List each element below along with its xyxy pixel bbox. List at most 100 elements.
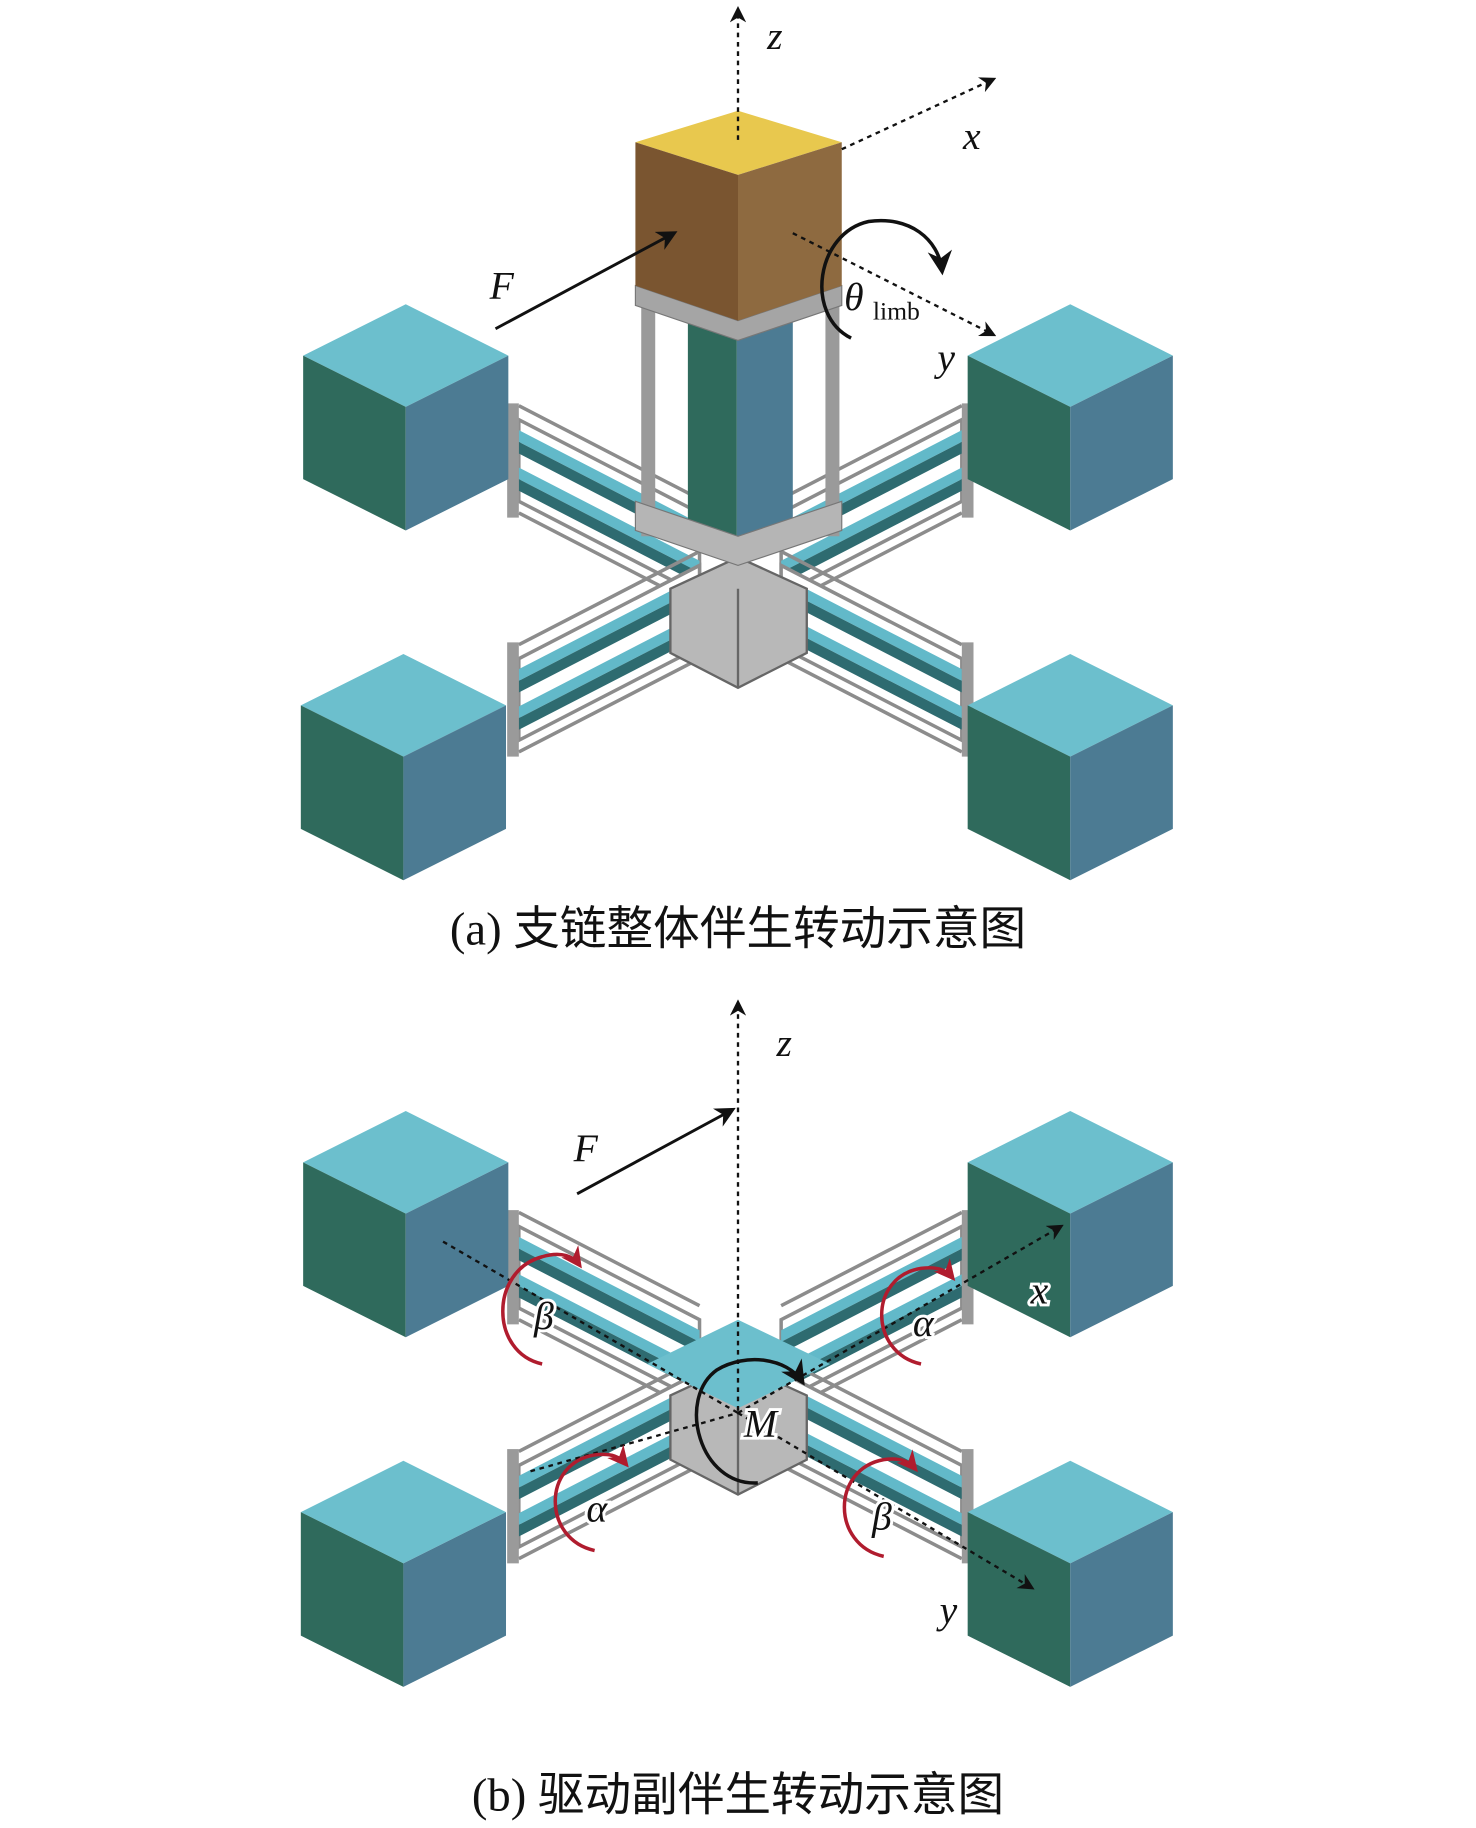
actuator-bar-side	[518, 587, 700, 693]
rotation-arrow-red	[553, 1444, 629, 1553]
y-label: y	[933, 336, 955, 380]
cube-top	[303, 1111, 509, 1214]
beta-axis-line	[442, 1240, 739, 1414]
actuator-bar-top	[518, 613, 700, 719]
arm-rail	[780, 657, 963, 754]
actuator-bar-side	[781, 624, 962, 730]
axes-b: z F x y M β α α β	[442, 999, 1064, 1635]
actuator-bar-top	[781, 1236, 962, 1342]
actuator-bar-top	[781, 613, 962, 719]
arm-end-plate	[507, 1210, 519, 1325]
arm-end-plate	[507, 1449, 519, 1564]
actuator-bar-side	[781, 1431, 962, 1537]
actuator-bar-top	[781, 575, 962, 681]
block-left	[635, 142, 738, 321]
cube-right	[405, 355, 509, 531]
z-label: z	[775, 1021, 791, 1065]
cube-left	[967, 1512, 1071, 1687]
column-base	[634, 500, 843, 567]
moment-arrow	[694, 1357, 805, 1485]
actuator-bar-side	[781, 1394, 962, 1500]
cube-right	[1070, 705, 1173, 881]
column-core-right	[736, 314, 793, 537]
y-label: y	[936, 1588, 958, 1632]
actuator-bar-side	[518, 1431, 700, 1537]
arm-rail	[518, 549, 701, 647]
caption-b: (b) 驱动副伴生转动示意图	[472, 1770, 1004, 1822]
cube-right	[1070, 1512, 1173, 1687]
cube-left	[967, 705, 1071, 881]
cube-right	[403, 705, 507, 881]
actuator-bar-top	[518, 1274, 700, 1380]
beta-label: β	[533, 1294, 554, 1338]
actuator-bar-top	[518, 467, 700, 573]
cube-left	[300, 705, 404, 881]
x-axis-arrow	[737, 1224, 1064, 1414]
arm-end-plate	[961, 1210, 974, 1325]
actuator-bar-top	[781, 1274, 962, 1380]
cube-left	[300, 1512, 404, 1687]
arm-end-plate	[507, 642, 519, 757]
arm-rail	[780, 1356, 963, 1453]
force-arrow	[494, 231, 678, 331]
actuator-bar-side	[518, 1248, 700, 1354]
force-label: F	[573, 1126, 599, 1170]
actuator-bar-side	[518, 624, 700, 730]
arm-end-plate	[961, 1449, 974, 1564]
rotation-arrow	[820, 218, 953, 340]
alpha-label: α	[913, 1301, 935, 1345]
rotation-arrow-red	[879, 1258, 956, 1366]
y-axis-arrow	[792, 232, 997, 337]
arm-rail	[518, 1210, 701, 1308]
actuator-bar-side	[781, 587, 962, 693]
cross-mechanism-b	[300, 1111, 1173, 1687]
column-core-left	[687, 314, 737, 537]
cube-right	[403, 1512, 507, 1687]
actuator-bar-top	[518, 575, 700, 681]
arm-rail	[518, 657, 701, 754]
y-axis-arrow	[737, 1411, 1035, 1590]
actuator-bar-side	[781, 1248, 962, 1354]
cube-right	[1070, 1162, 1173, 1338]
actuator-bar-top	[781, 467, 962, 573]
cube-left	[303, 1162, 406, 1338]
arm-rail	[780, 1463, 963, 1561]
limb-column	[634, 110, 843, 567]
arm-end-plate	[961, 403, 974, 518]
rotation-arrow-red	[842, 1449, 918, 1559]
panel-b: z F x y M β α α β (b) 驱动副伴生转动示意图	[300, 999, 1173, 1822]
actuator-bar-side	[518, 479, 700, 585]
moment-label: M	[743, 1401, 779, 1445]
force-label: F	[489, 263, 515, 307]
arm-rail	[780, 549, 963, 647]
cube-right	[1070, 355, 1173, 531]
column-post	[825, 285, 840, 537]
cube-top	[967, 1111, 1173, 1214]
arm-end-plate	[507, 403, 519, 518]
beta-label: β	[871, 1495, 892, 1539]
cube-left	[967, 1162, 1071, 1338]
arm-rail	[518, 1463, 701, 1561]
alpha-label: α	[586, 1486, 608, 1530]
alpha-axis-line	[530, 1411, 739, 1473]
z-label: z	[766, 14, 782, 58]
block-top	[635, 110, 842, 175]
block-right	[738, 142, 842, 321]
arm-rail	[780, 404, 963, 501]
cube-left	[967, 355, 1071, 531]
rotation-arrow-red	[501, 1245, 582, 1366]
arm-rail	[780, 1210, 963, 1308]
actuator-bar-side	[781, 479, 962, 585]
force-arrow	[576, 1107, 736, 1196]
actuator-bar-top	[518, 1382, 700, 1488]
actuator-bar-top	[518, 1419, 700, 1525]
caption-a: (a) 支链整体伴生转动示意图	[450, 903, 1026, 955]
column-post	[641, 285, 656, 537]
arm-end-plate	[961, 642, 974, 757]
arm-rail	[518, 404, 701, 501]
cube-left	[303, 355, 406, 531]
actuator-bar-top	[781, 1419, 962, 1525]
